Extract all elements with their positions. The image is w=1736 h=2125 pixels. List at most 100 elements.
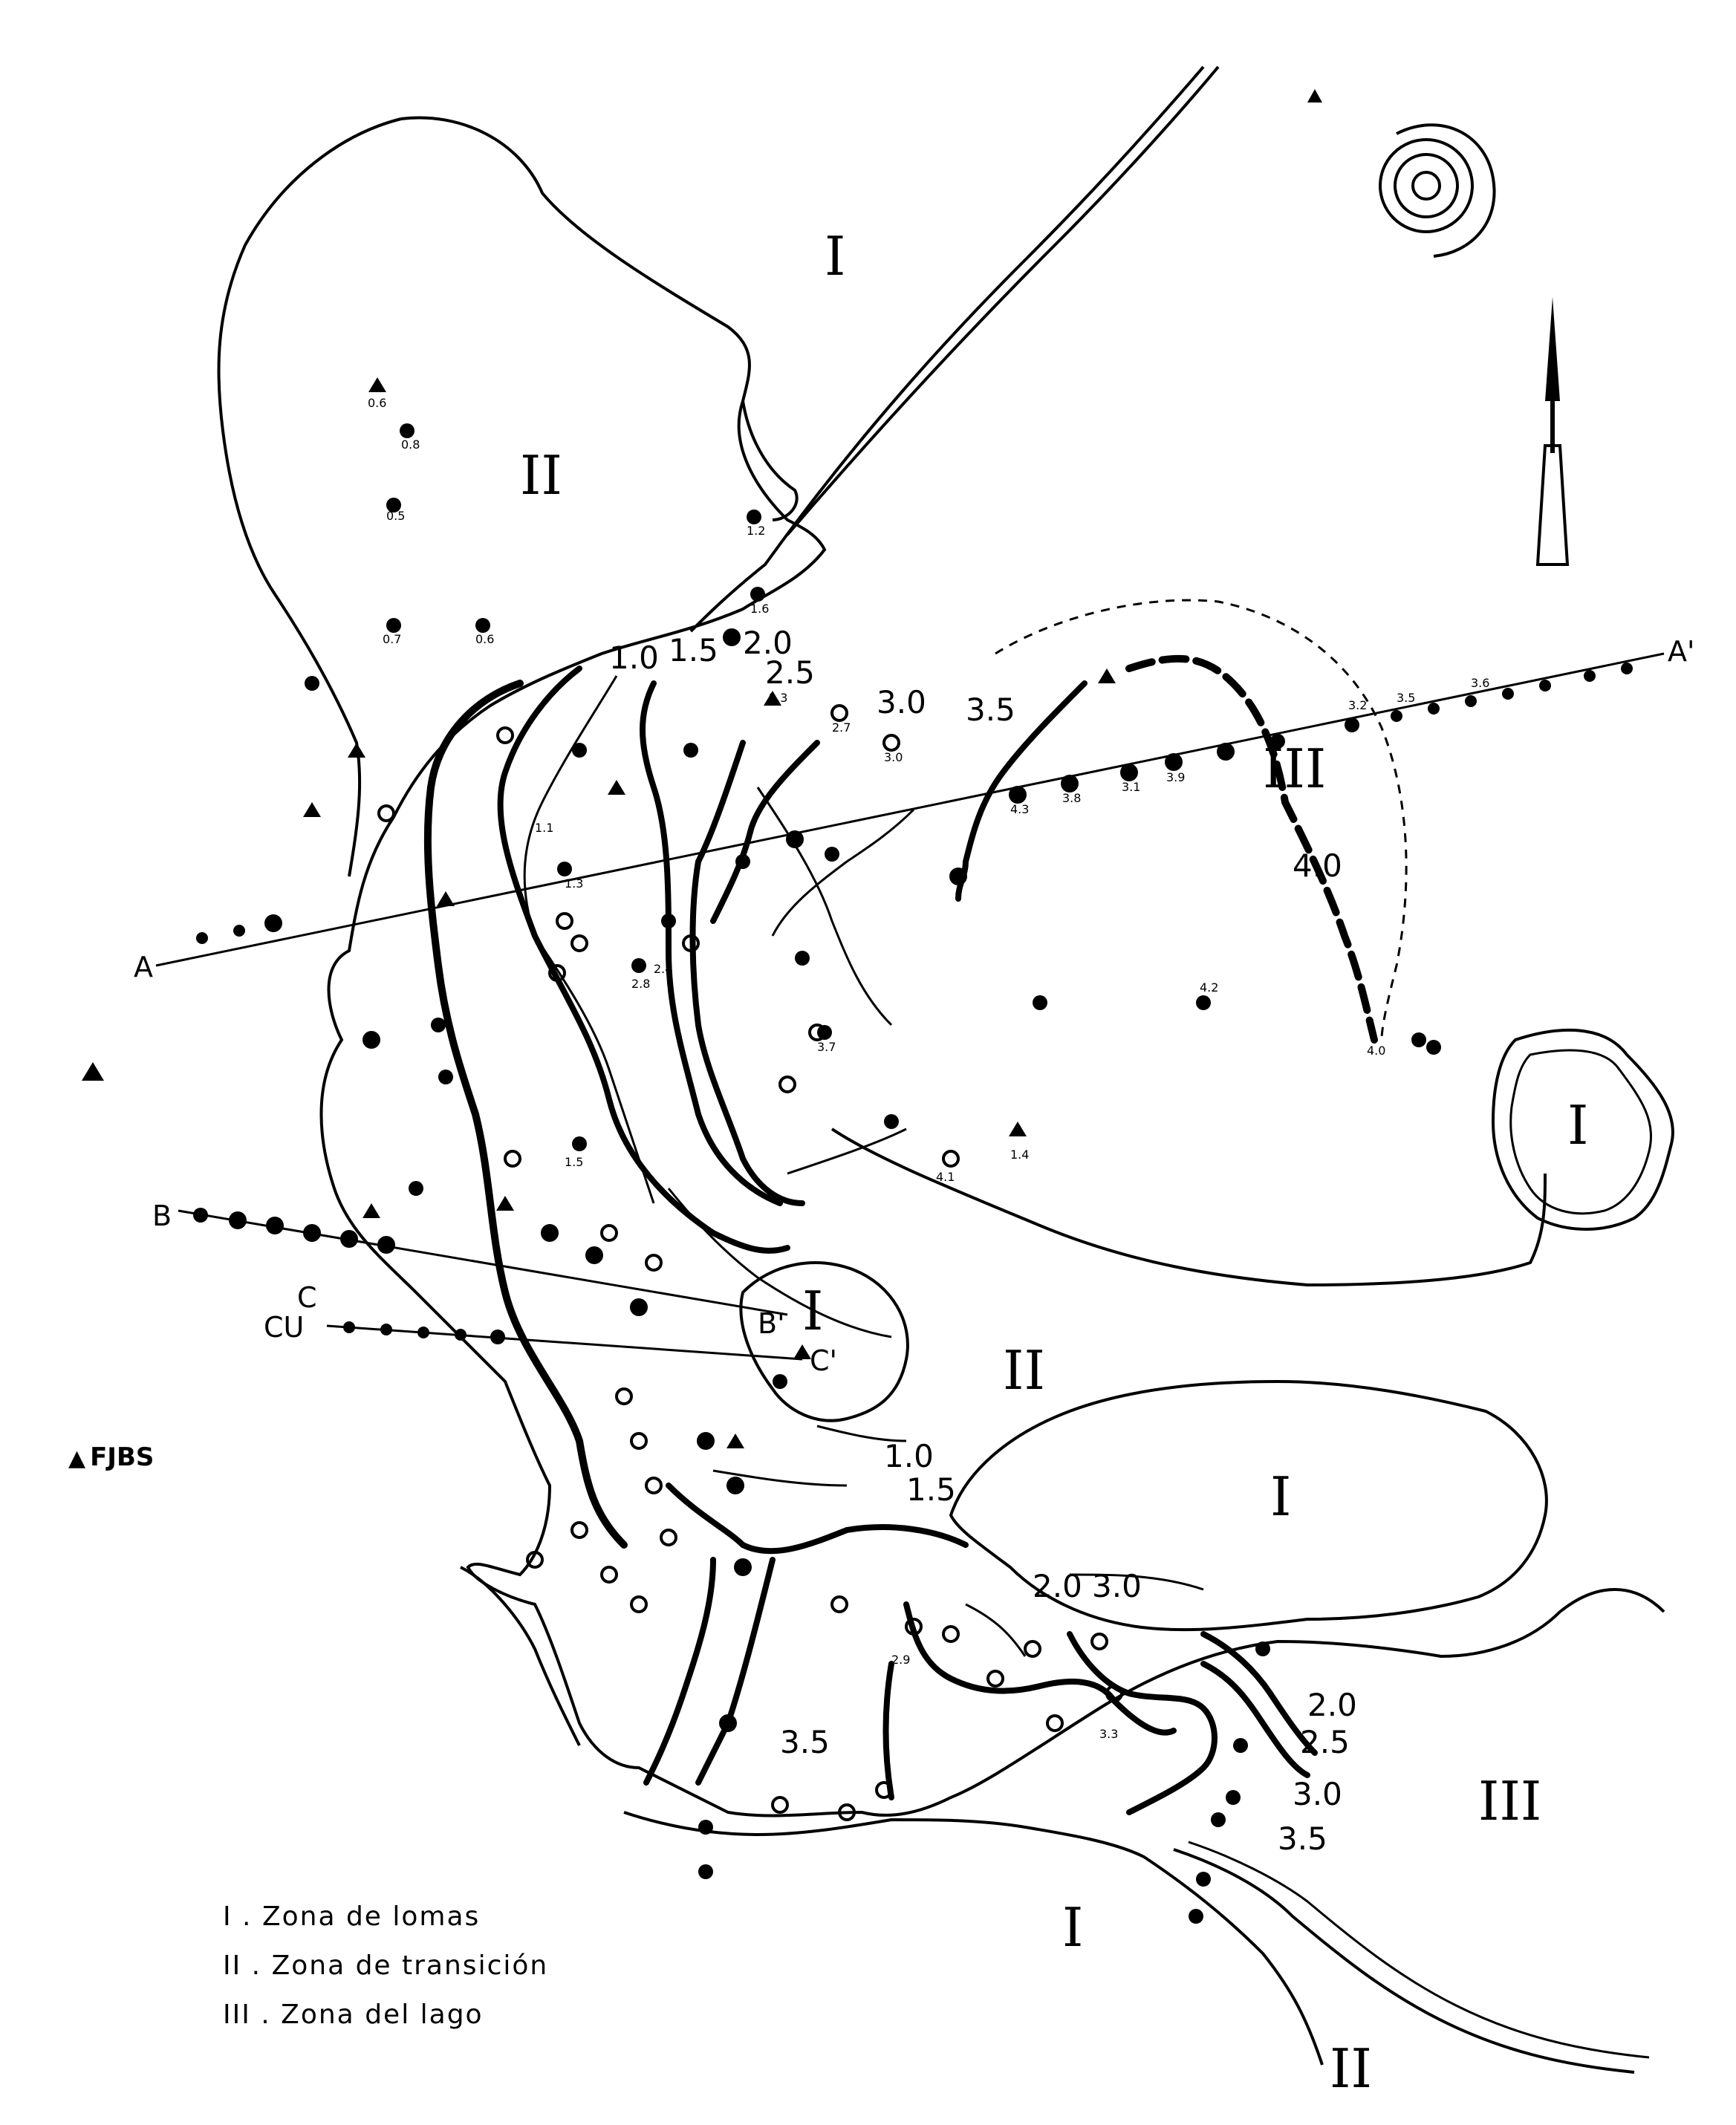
island-east-inner bbox=[1509, 1049, 1653, 1215]
point-value: 0.6 bbox=[475, 632, 494, 646]
zone-label-iii-southeast: III bbox=[1478, 1770, 1541, 1832]
contour-label-2-0-se: 2.0 bbox=[1307, 1687, 1357, 1723]
point-value: 0.6 bbox=[368, 396, 386, 410]
point-value: 4.0 bbox=[1367, 1044, 1385, 1058]
point-value: 2.3 bbox=[769, 691, 787, 705]
point-value: 4.2 bbox=[1200, 980, 1218, 995]
point-value: 2.4 bbox=[654, 962, 672, 976]
zone-label-i-south: I bbox=[1062, 1896, 1083, 1959]
island-south-east bbox=[949, 1379, 1548, 1632]
zone-boundary-south bbox=[950, 1588, 1665, 1799]
station-legend-fjbs: ▲FJBS bbox=[68, 1442, 154, 1472]
point-value: 2.8 bbox=[631, 977, 650, 991]
point-value: 1.3 bbox=[565, 876, 583, 891]
point-value: 4.3 bbox=[1010, 802, 1029, 816]
legend-item-zona-lago: III . Zona del lago bbox=[223, 1999, 484, 2030]
zone-boundary-north-river bbox=[689, 65, 1205, 633]
zone-boundary-lake-north bbox=[830, 1127, 1547, 1287]
zone-boundary-left bbox=[217, 117, 402, 877]
north-arrow bbox=[1535, 297, 1570, 566]
station-label: FJBS bbox=[90, 1442, 155, 1472]
contour-label-2-5-se: 2.5 bbox=[1300, 1724, 1350, 1760]
point-value: 2.7 bbox=[832, 720, 851, 735]
contour-label-3-5-se: 3.5 bbox=[1278, 1820, 1327, 1857]
contour-label-4-0-east: 4.0 bbox=[1293, 847, 1342, 884]
point-value: 3.0 bbox=[884, 750, 903, 764]
zone-label-i-center: I bbox=[802, 1280, 823, 1342]
point-value: 1.6 bbox=[750, 602, 769, 616]
legend-item-zona-transicion: II . Zona de transición bbox=[223, 1950, 549, 1981]
section-line-a bbox=[155, 652, 1665, 967]
contour-label-3-5-north: 3.5 bbox=[966, 691, 1015, 728]
point-value: 1.2 bbox=[747, 524, 765, 538]
section-line-c bbox=[326, 1324, 803, 1361]
zone-boundary-outer bbox=[319, 116, 952, 1818]
point-value: 0.7 bbox=[383, 632, 401, 646]
point-value: 1.5 bbox=[565, 1155, 583, 1169]
section-c-points bbox=[343, 1321, 505, 1344]
point-value: 3.5 bbox=[1397, 691, 1415, 705]
legend-item-zona-lomas: I . Zona de lomas bbox=[223, 1901, 481, 1932]
zone-boundary-lake-dashed bbox=[995, 599, 1408, 1041]
contour-label-1-0-south: 1.0 bbox=[884, 1438, 934, 1474]
map-legend: I . Zona de lomas II . Zona de transició… bbox=[223, 1901, 548, 2048]
zone-label-ii-center: II bbox=[1003, 1339, 1045, 1402]
contour-label-1-5-north: 1.5 bbox=[669, 632, 718, 668]
contour-lines-thin bbox=[523, 675, 1204, 1657]
zone-boundary-south-bay bbox=[623, 1811, 1324, 2066]
point-value: 0.8 bbox=[401, 437, 420, 452]
island-center bbox=[739, 1261, 909, 1422]
section-label-a: A bbox=[134, 951, 153, 983]
station-triangles bbox=[303, 377, 1116, 1448]
section-label-c-prime: C' bbox=[810, 1344, 837, 1377]
point-value: 1.1 bbox=[535, 821, 553, 835]
point-value: 3.3 bbox=[1099, 1727, 1118, 1741]
point-value: 3.8 bbox=[1062, 791, 1081, 805]
contour-label-1-0-north: 1.0 bbox=[609, 640, 659, 676]
observation-points-filled bbox=[305, 423, 1441, 1924]
contour-label-3-0-south: 3.0 bbox=[1092, 1568, 1142, 1604]
contour-label-1-5-south: 1.5 bbox=[906, 1471, 956, 1508]
zone-label-ii-north: II bbox=[520, 444, 562, 507]
point-value: 4.1 bbox=[936, 1170, 955, 1184]
contour-label-3-5-southwest: 3.5 bbox=[780, 1724, 830, 1760]
zone-boundary-south-river bbox=[1173, 1848, 1635, 2074]
contour-label-2-0-north: 2.0 bbox=[743, 625, 793, 661]
point-value: 0.5 bbox=[386, 509, 405, 523]
observation-points-open bbox=[377, 704, 1123, 1821]
contour-label-3-0-north: 3.0 bbox=[877, 684, 926, 720]
contour-label-3-0-se: 3.0 bbox=[1293, 1776, 1342, 1812]
section-label-b-prime: B' bbox=[758, 1307, 785, 1340]
point-value: 1.4 bbox=[1010, 1148, 1029, 1162]
zone-boundary-south-river-2 bbox=[1188, 1841, 1650, 2059]
zone-boundary-north-inlet bbox=[741, 400, 799, 521]
section-label-c: C bbox=[297, 1281, 317, 1314]
triangle-icon: ▲ bbox=[68, 1445, 86, 1471]
zone-label-ii-south: II bbox=[1330, 2037, 1372, 2100]
point-value: 2.9 bbox=[891, 1653, 910, 1667]
zone-label-i-southeast: I bbox=[1270, 1465, 1291, 1528]
zone-boundary-southwest bbox=[460, 1566, 581, 1746]
concentric-circles-symbol bbox=[1379, 123, 1496, 258]
section-a-points bbox=[196, 663, 1633, 944]
point-value: 3.1 bbox=[1122, 780, 1140, 794]
island-east bbox=[1491, 1028, 1674, 1231]
point-value: 3.6 bbox=[1471, 676, 1489, 690]
zone-label-i-north: I bbox=[825, 225, 845, 287]
section-label-b: B bbox=[152, 1200, 172, 1232]
contour-label-2-0-south: 2.0 bbox=[1033, 1568, 1082, 1604]
zone-label-iii-center: III bbox=[1263, 738, 1326, 800]
zone-label-i-east: I bbox=[1567, 1094, 1588, 1156]
section-b-points bbox=[193, 1208, 395, 1254]
station-triangle-west bbox=[82, 1062, 104, 1081]
section-label-cu: CU bbox=[264, 1311, 304, 1344]
point-value: 3.9 bbox=[1166, 770, 1185, 784]
zone-boundary-north-river-2 bbox=[786, 65, 1220, 536]
section-label-a-prime: A' bbox=[1668, 635, 1694, 668]
station-triangle-ne bbox=[1307, 89, 1322, 102]
contour-lines bbox=[423, 654, 1378, 1815]
point-value: 3.7 bbox=[817, 1040, 836, 1054]
contour-label-2-5-north: 2.5 bbox=[765, 654, 815, 691]
point-value: 3.2 bbox=[1348, 698, 1367, 712]
